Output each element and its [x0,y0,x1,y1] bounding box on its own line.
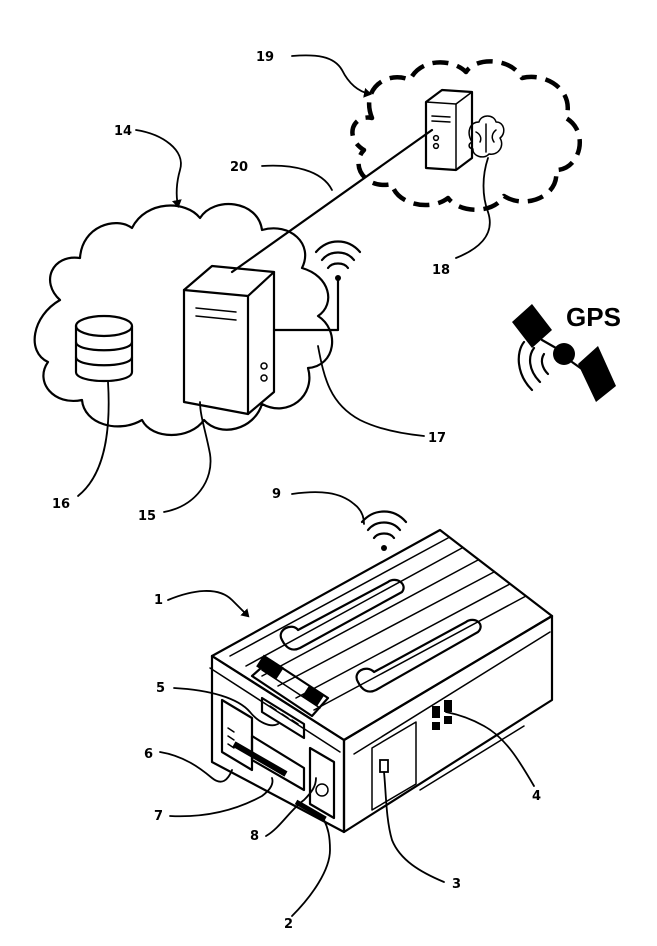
label-17: 17 [428,431,446,446]
label-3: 3 [452,877,461,892]
device-wireless-icon [362,512,406,552]
label-7: 7 [154,809,163,824]
label-1: 1 [154,593,163,608]
label-5: 5 [156,681,165,696]
label-9: 9 [272,487,281,502]
label-4: 4 [532,789,541,804]
label-14: 14 [114,124,132,139]
leader-lines [78,55,534,916]
label-15: 15 [138,509,156,524]
database-icon [76,316,132,381]
local-cloud [35,204,360,435]
label-18: 18 [432,263,450,278]
label-6: 6 [144,747,153,762]
brain-icon [469,116,504,157]
gps-label: GPS [566,302,621,332]
local-server-icon [184,266,274,414]
label-19: 19 [256,50,274,65]
antenna-icon [274,242,360,331]
label-8: 8 [250,829,259,844]
network-link-line [232,130,432,272]
label-2: 2 [284,917,293,932]
portable-device [210,512,552,833]
label-16: 16 [52,497,70,512]
remote-cloud [352,61,579,209]
label-20: 20 [230,160,248,175]
